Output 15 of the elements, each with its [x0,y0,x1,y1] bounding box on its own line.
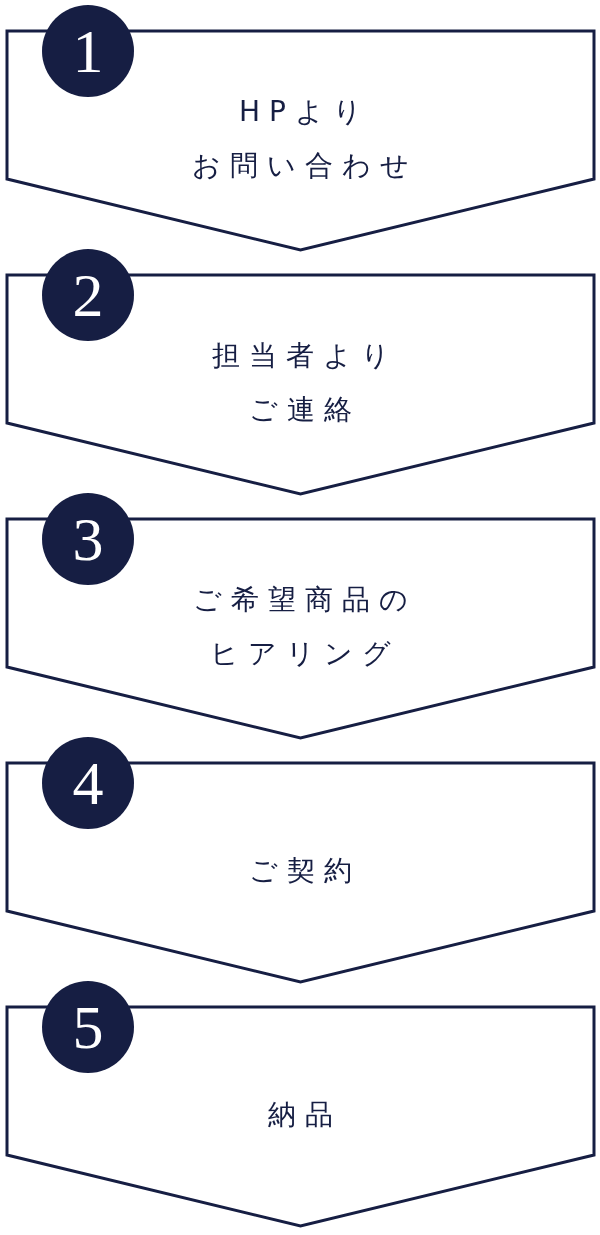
step-label: ご希望商品のヒアリング [192,582,417,672]
step-label: HPよりお問い合わせ [191,94,418,184]
step-label: ご契約 [248,853,361,889]
step-chevron [5,29,596,253]
step-number: 4 [72,752,104,814]
step-chevron [5,761,596,985]
step-number: 5 [72,996,104,1058]
step-label: 担当者よりご連絡 [210,338,399,428]
step-label: 納品 [267,1097,342,1133]
step-number: 2 [72,264,104,326]
step-number: 3 [72,508,104,570]
step-chevron [5,1005,596,1229]
step-number: 1 [72,20,104,82]
step-chevron [5,517,596,741]
step-chevron [5,273,596,497]
